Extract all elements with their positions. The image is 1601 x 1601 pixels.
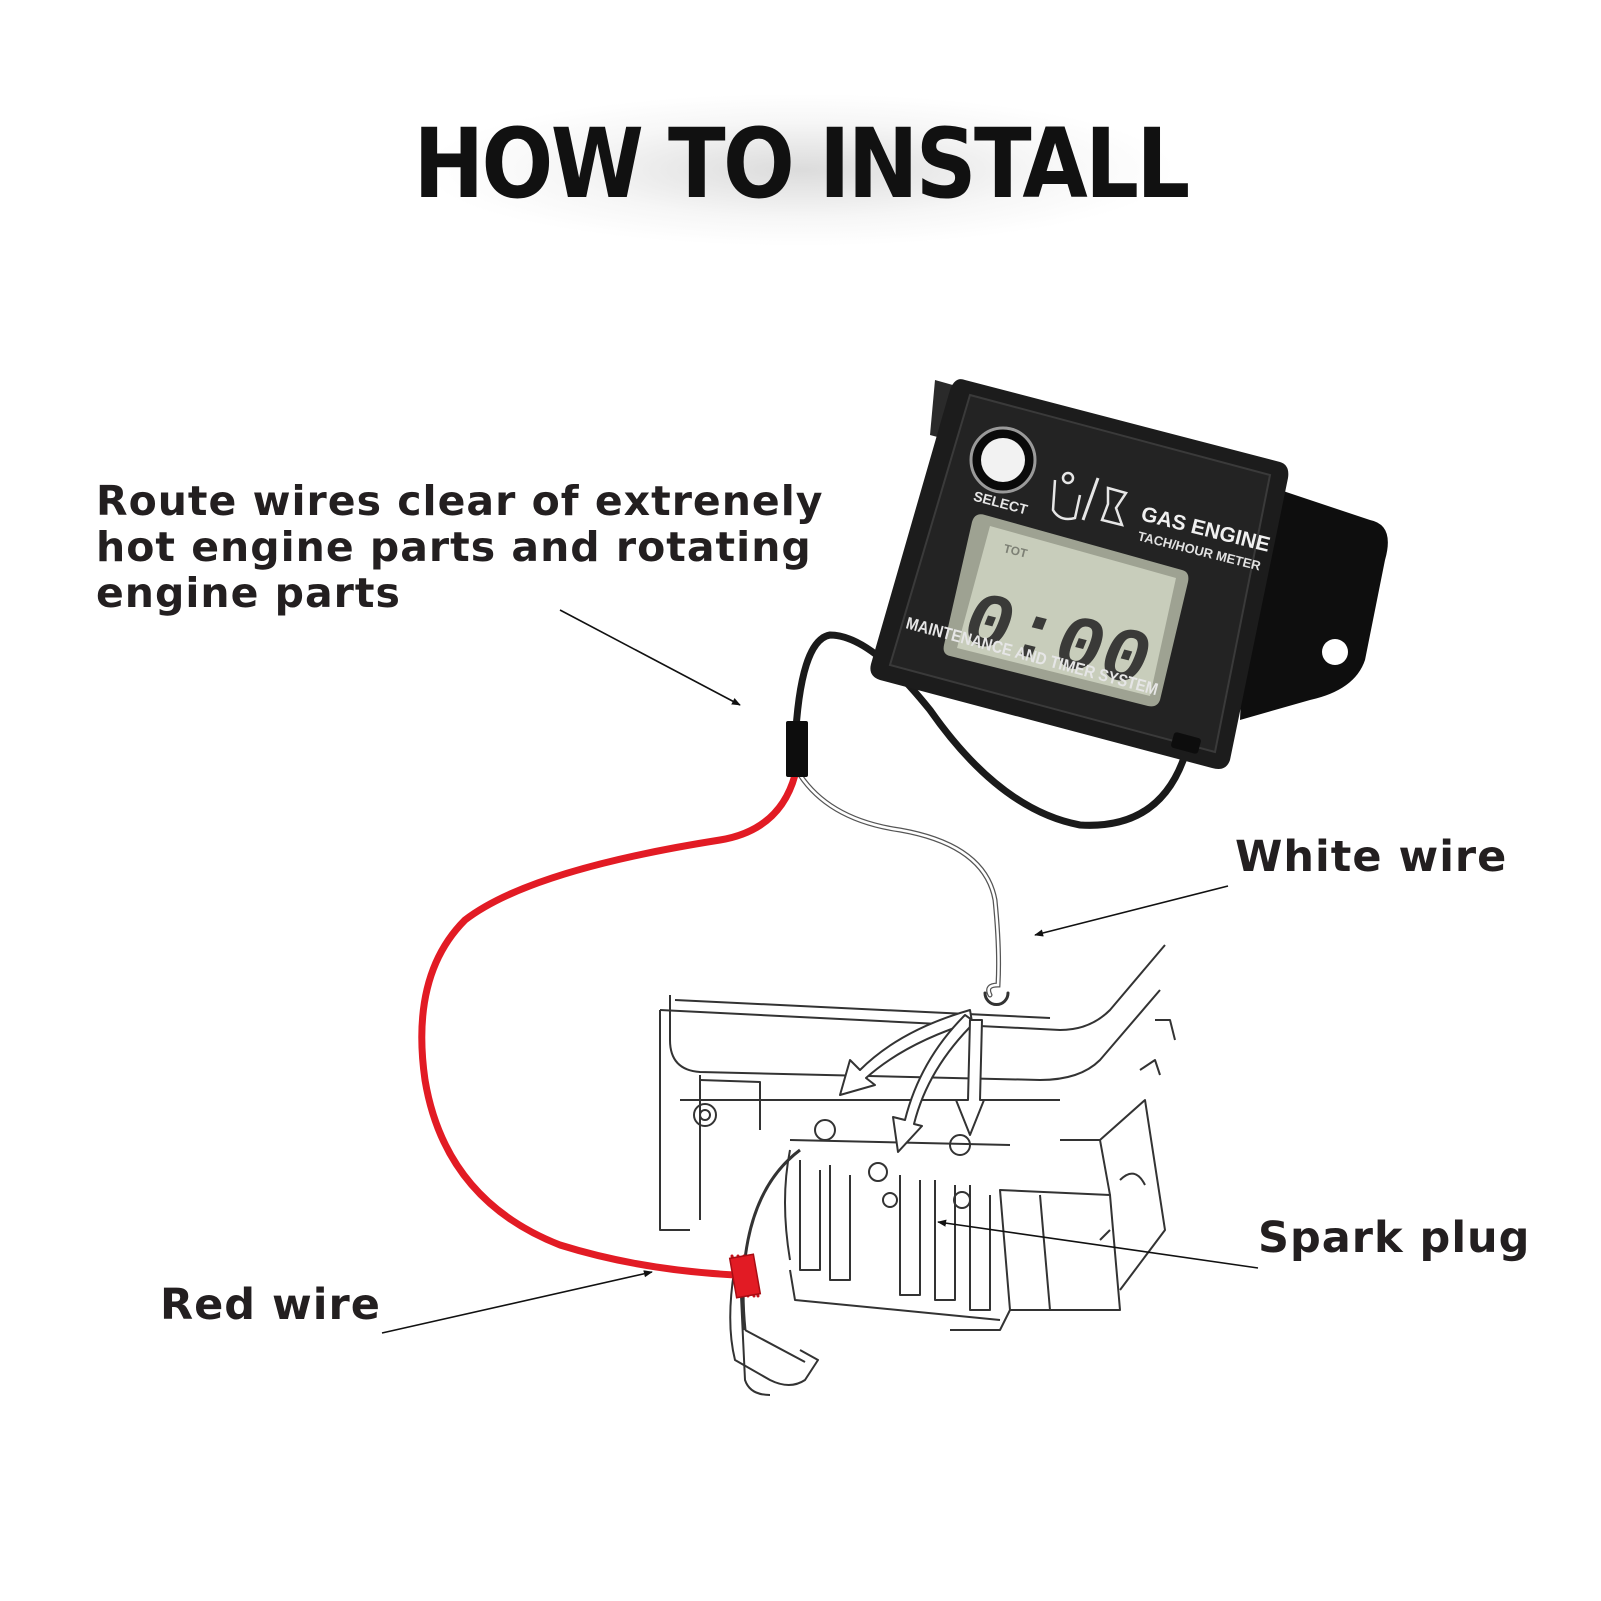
red-wire-label: Red wire [160, 1280, 381, 1330]
route-wires-callout: Route wires clear of extrenely hot engin… [96, 478, 886, 616]
wire-splice-connector [786, 721, 808, 777]
direction-arrows [839, 1009, 985, 1153]
wires [418, 631, 1189, 1299]
lcd-indicator: TOT [1002, 541, 1029, 560]
spark-plug-leader [937, 1219, 1259, 1269]
engine-outline [659, 944, 1176, 1396]
icon-separator [1081, 477, 1100, 521]
hourglass-icon [1100, 486, 1128, 527]
red-wire-sleeve [728, 1253, 762, 1299]
engine-icon [1051, 471, 1082, 521]
mounting-hole [1322, 639, 1348, 665]
white-wire-leader [1034, 885, 1229, 937]
page-title: HOW TO INSTALL [413, 108, 1190, 220]
red-wire-leader [381, 1270, 653, 1334]
select-button[interactable] [981, 438, 1025, 482]
leader-lines [381, 609, 1259, 1334]
spark-plug-label: Spark plug [1258, 1213, 1531, 1263]
tach-hour-meter: SELECT GAS ENGINE TACH/HOUR METER TOT 0:… [870, 379, 1388, 769]
route-line-1: Route wires clear of extrenely [96, 477, 824, 525]
cylinder-fins [784, 1139, 1011, 1311]
lcd-display [957, 526, 1176, 696]
route-line-2: hot engine parts and rotating [96, 523, 812, 571]
route-leader [559, 609, 741, 706]
white-wire-label: White wire [1235, 832, 1508, 882]
title-shadow [430, 95, 1170, 245]
route-line-3: engine parts [96, 569, 401, 617]
cable-grommet [1171, 732, 1201, 754]
